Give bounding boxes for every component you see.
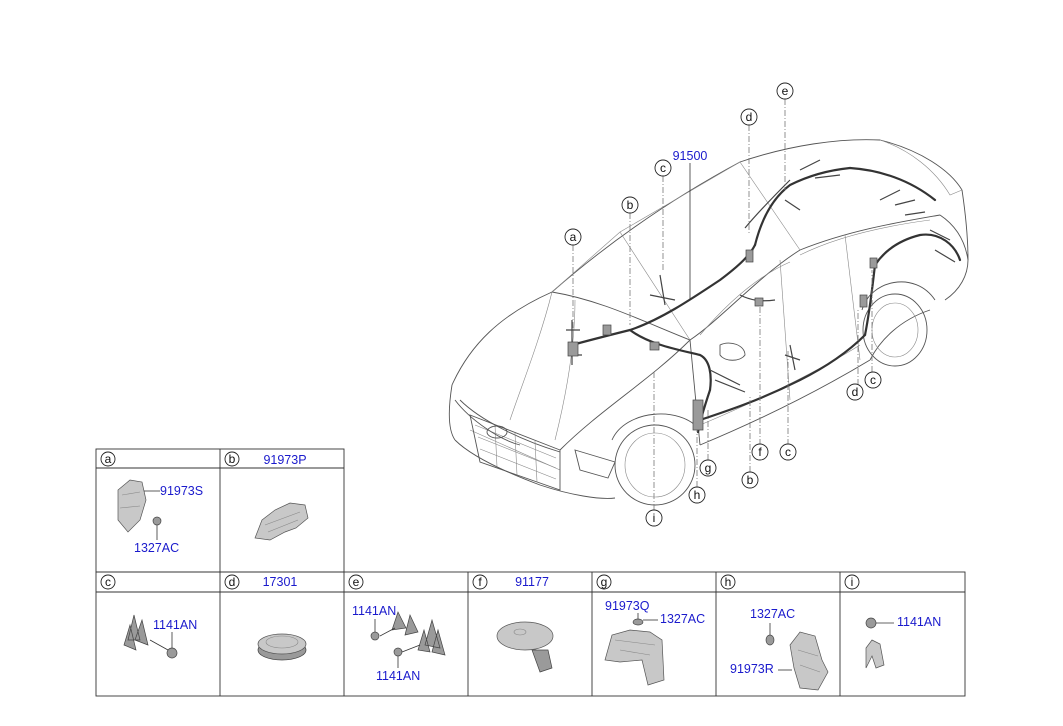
part-number: 1141AN bbox=[153, 618, 197, 632]
callout-c-mid: c bbox=[779, 443, 797, 461]
panel-letter: g bbox=[601, 575, 608, 589]
callout-b-low: b bbox=[741, 471, 759, 489]
svg-text:c: c bbox=[785, 445, 791, 459]
part-number: 91973Q bbox=[605, 599, 650, 613]
panel-letter: c bbox=[105, 575, 111, 589]
part-number: 91973S bbox=[160, 484, 203, 498]
svg-text:c: c bbox=[870, 373, 876, 387]
part-number: 1327AC bbox=[134, 541, 179, 555]
part-number: 1141AN bbox=[352, 604, 396, 618]
part-number: 17301 bbox=[263, 575, 298, 589]
svg-text:h: h bbox=[694, 488, 701, 502]
svg-text:a: a bbox=[570, 230, 577, 244]
panel-f: f 91177 bbox=[472, 574, 554, 673]
panel-letter: a bbox=[105, 452, 112, 466]
wiring-harness bbox=[566, 159, 962, 434]
svg-text:i: i bbox=[653, 511, 656, 525]
part-number: 91973P bbox=[263, 453, 306, 467]
panel-h: h 1327AC 91973R bbox=[720, 574, 829, 691]
callout-d-top: d bbox=[740, 108, 758, 126]
part-number: 91973R bbox=[730, 662, 774, 676]
svg-text:g: g bbox=[705, 461, 712, 475]
callout-h: h bbox=[688, 486, 706, 504]
callout-e-top: e bbox=[776, 82, 794, 100]
callout-a-top: a bbox=[564, 228, 582, 246]
svg-text:b: b bbox=[747, 473, 754, 487]
part-number-91500: 91500 bbox=[673, 149, 708, 163]
detail-grid bbox=[95, 448, 966, 697]
callout-f: f bbox=[751, 443, 769, 461]
callout-c-top: c bbox=[654, 159, 672, 177]
panel-g: g 91973Q 1327AC bbox=[596, 574, 705, 686]
part-number: 1141AN bbox=[376, 669, 420, 683]
svg-text:e: e bbox=[782, 84, 789, 98]
callout-i: i bbox=[645, 509, 663, 527]
panel-b: b 91973P bbox=[224, 451, 309, 541]
svg-text:d: d bbox=[852, 385, 859, 399]
panel-a: a 91973S 1327AC bbox=[100, 451, 203, 555]
svg-text:c: c bbox=[660, 161, 666, 175]
svg-text:b: b bbox=[627, 198, 634, 212]
part-number: 91177 bbox=[515, 575, 549, 589]
part-number: 1141AN bbox=[897, 615, 941, 629]
panel-c: c 1141AN bbox=[100, 574, 197, 659]
panel-i: i 1141AN bbox=[844, 574, 941, 669]
panel-letter: e bbox=[353, 575, 360, 589]
panel-letter: i bbox=[851, 575, 854, 589]
part-number: 1327AC bbox=[750, 607, 795, 621]
panel-letter: b bbox=[229, 452, 236, 466]
svg-text:f: f bbox=[758, 445, 762, 459]
panel-letter: h bbox=[725, 575, 732, 589]
callout-b-top: b bbox=[621, 196, 639, 214]
svg-text:d: d bbox=[746, 110, 753, 124]
panel-d: d 17301 bbox=[224, 574, 307, 661]
panel-letter: f bbox=[478, 575, 482, 589]
part-number: 1327AC bbox=[660, 612, 705, 626]
callout-g: g bbox=[699, 459, 717, 477]
callout-leaders bbox=[572, 99, 873, 510]
callout-c-rear: c bbox=[864, 371, 882, 389]
panel-e: e 1141AN 1141AN bbox=[348, 574, 446, 683]
panel-letter: d bbox=[229, 575, 236, 589]
callout-d-rear: d bbox=[846, 383, 864, 401]
